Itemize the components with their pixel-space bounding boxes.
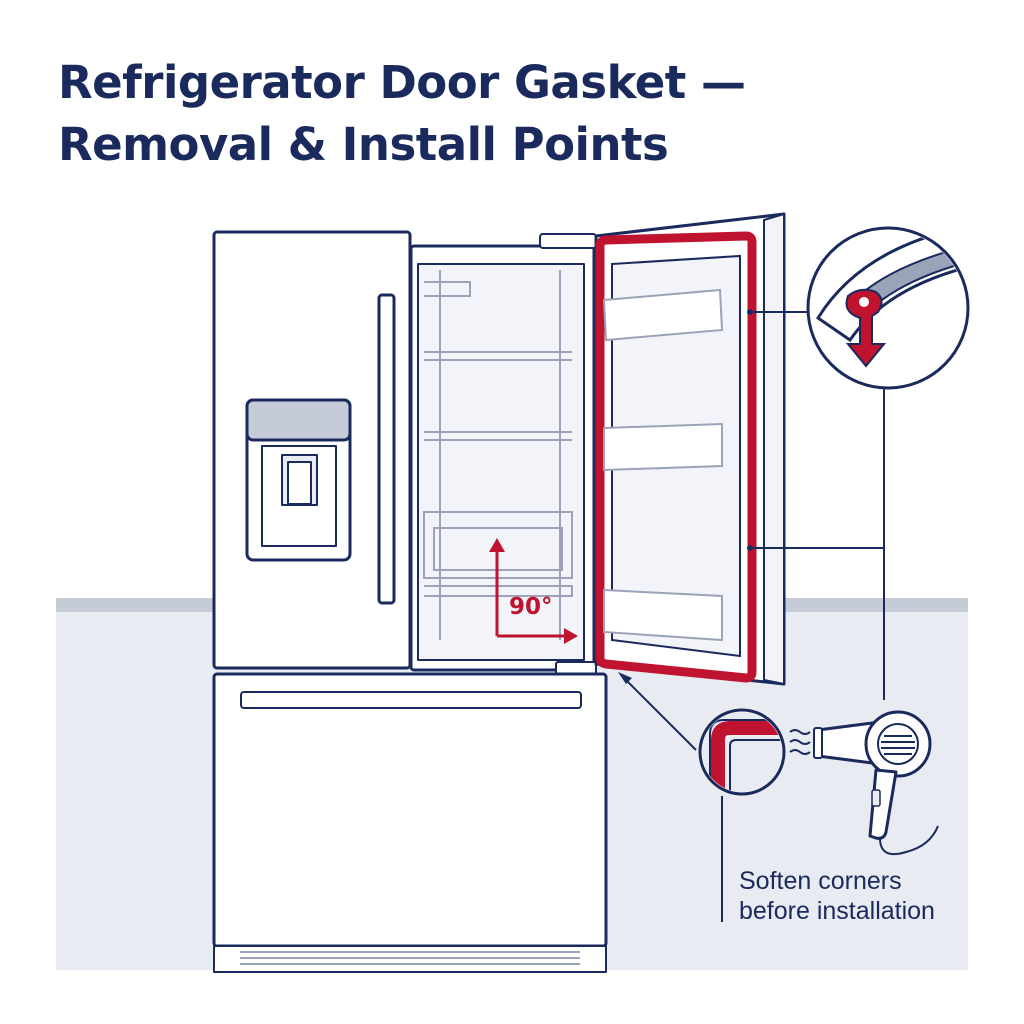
door-gasket (595, 231, 757, 683)
hair-dryer-icon (789, 710, 939, 856)
crisper-drawer (423, 511, 573, 579)
door-bin-2 (603, 422, 723, 472)
left-door-handle (377, 293, 396, 605)
gasket-profile-detail-icon (806, 226, 970, 390)
drawer-handle (240, 691, 582, 709)
ninety-degree-indicator (489, 538, 578, 644)
interior-top-bin (424, 281, 471, 297)
fridge-interior (417, 263, 585, 661)
gasket-corner-detail-icon (698, 708, 786, 796)
tip-caption: Soften corners before installation (739, 866, 1009, 926)
shelf-2 (424, 431, 572, 441)
title-line-2: Removal & Install Points (58, 118, 669, 171)
open-right-door (594, 212, 786, 686)
tip-line-1: Soften corners (739, 867, 902, 895)
vent-grille (240, 951, 580, 965)
shelf-1 (424, 351, 572, 361)
top-hinge (539, 233, 597, 249)
corner-arrowhead (618, 672, 632, 684)
water-dispenser-icon (245, 398, 352, 562)
title-line-1: Refrigerator Door Gasket — (58, 56, 746, 109)
door-bin-1 (602, 288, 724, 342)
freezer-drawer (212, 672, 608, 948)
leader-corner (621, 675, 697, 751)
page-title: Refrigerator Door Gasket — Removal & Ins… (58, 52, 958, 176)
tip-line-2: before installation (739, 897, 935, 925)
door-bin-3 (603, 588, 723, 642)
angle-label: 90° (509, 594, 553, 620)
back-wall-edge (439, 270, 561, 640)
